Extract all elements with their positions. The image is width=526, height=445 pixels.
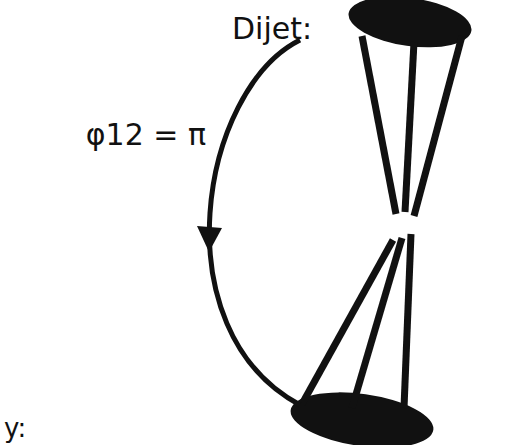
jet-track xyxy=(362,36,396,214)
heading: Dijet: xyxy=(232,12,312,45)
jet-track xyxy=(405,42,414,212)
jet-track xyxy=(404,234,411,408)
jet-track xyxy=(352,238,402,408)
arc-arrowhead xyxy=(197,226,222,252)
top-jet xyxy=(345,0,474,216)
angle-arc xyxy=(209,40,300,405)
jet-track xyxy=(414,36,462,216)
axis-label: y: xyxy=(4,414,26,443)
bottom-jet xyxy=(287,234,437,445)
angle-label: φ12 = π xyxy=(86,118,206,151)
